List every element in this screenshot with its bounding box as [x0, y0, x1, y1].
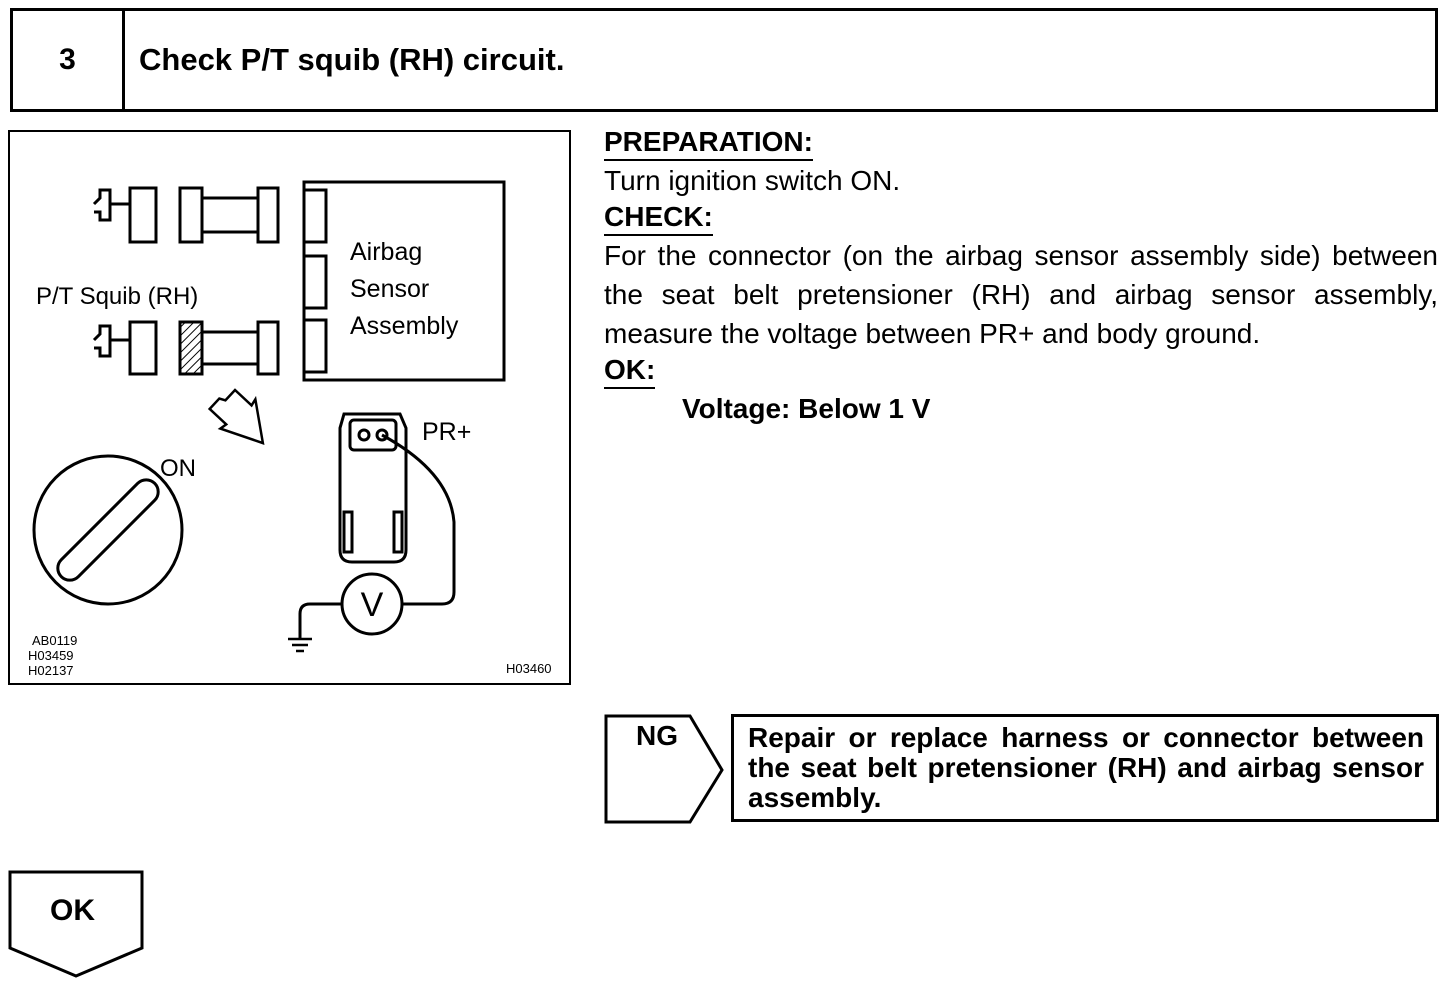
repair-instruction-box: Repair or replace harness or connector b… [731, 714, 1439, 822]
preparation-heading: PREPARATION: [604, 125, 813, 161]
ignition-on-label: ON [160, 455, 196, 482]
test-connector [338, 412, 408, 564]
rh-squib-connector [92, 320, 280, 376]
ok-label: OK [50, 894, 95, 927]
upper-squib-connector [92, 186, 280, 244]
sensor-label-line-1: Airbag [350, 238, 422, 266]
figure-code: H03460 [506, 661, 552, 676]
ng-branch-arrow [604, 714, 724, 824]
sensor-label-line-2: Sensor [350, 275, 429, 303]
check-text: For the connector (on the airbag sensor … [604, 240, 1438, 349]
wiring-illustration: Airbag Sensor Assembly P/T Squib (RH) ON… [8, 130, 571, 685]
terminal-label: PR+ [422, 418, 471, 446]
ref-code-3: H02137 [28, 663, 74, 678]
airbag-sensor-assembly [302, 180, 506, 382]
preparation-text: Turn ignition switch ON. [604, 165, 901, 196]
instructions: PREPARATION: Turn ignition switch ON. CH… [604, 125, 1438, 429]
step-header: 3 Check P/T squib (RH) circuit. [10, 8, 1438, 112]
direction-arrow-icon [207, 388, 265, 445]
probe-lead [381, 433, 456, 606]
check-heading: CHECK: [604, 200, 713, 236]
squib-label: P/T Squib (RH) [36, 283, 198, 310]
ok-spec: Voltage: Below 1 V [682, 393, 931, 424]
ground-icon [288, 637, 312, 653]
ok-heading: OK: [604, 353, 656, 389]
step-title: Check P/T squib (RH) circuit. [139, 42, 565, 77]
ground-lead [298, 602, 342, 638]
ng-label: NG [636, 720, 678, 751]
ignition-key-icon [32, 454, 184, 606]
ref-code-2: H03459 [28, 648, 74, 663]
ref-code-1: AB0119 [32, 633, 77, 648]
step-number: 3 [13, 11, 125, 109]
sensor-label-line-3: Assembly [350, 312, 459, 340]
voltmeter-symbol: V [361, 586, 384, 624]
ok-branch-arrow [8, 870, 144, 978]
